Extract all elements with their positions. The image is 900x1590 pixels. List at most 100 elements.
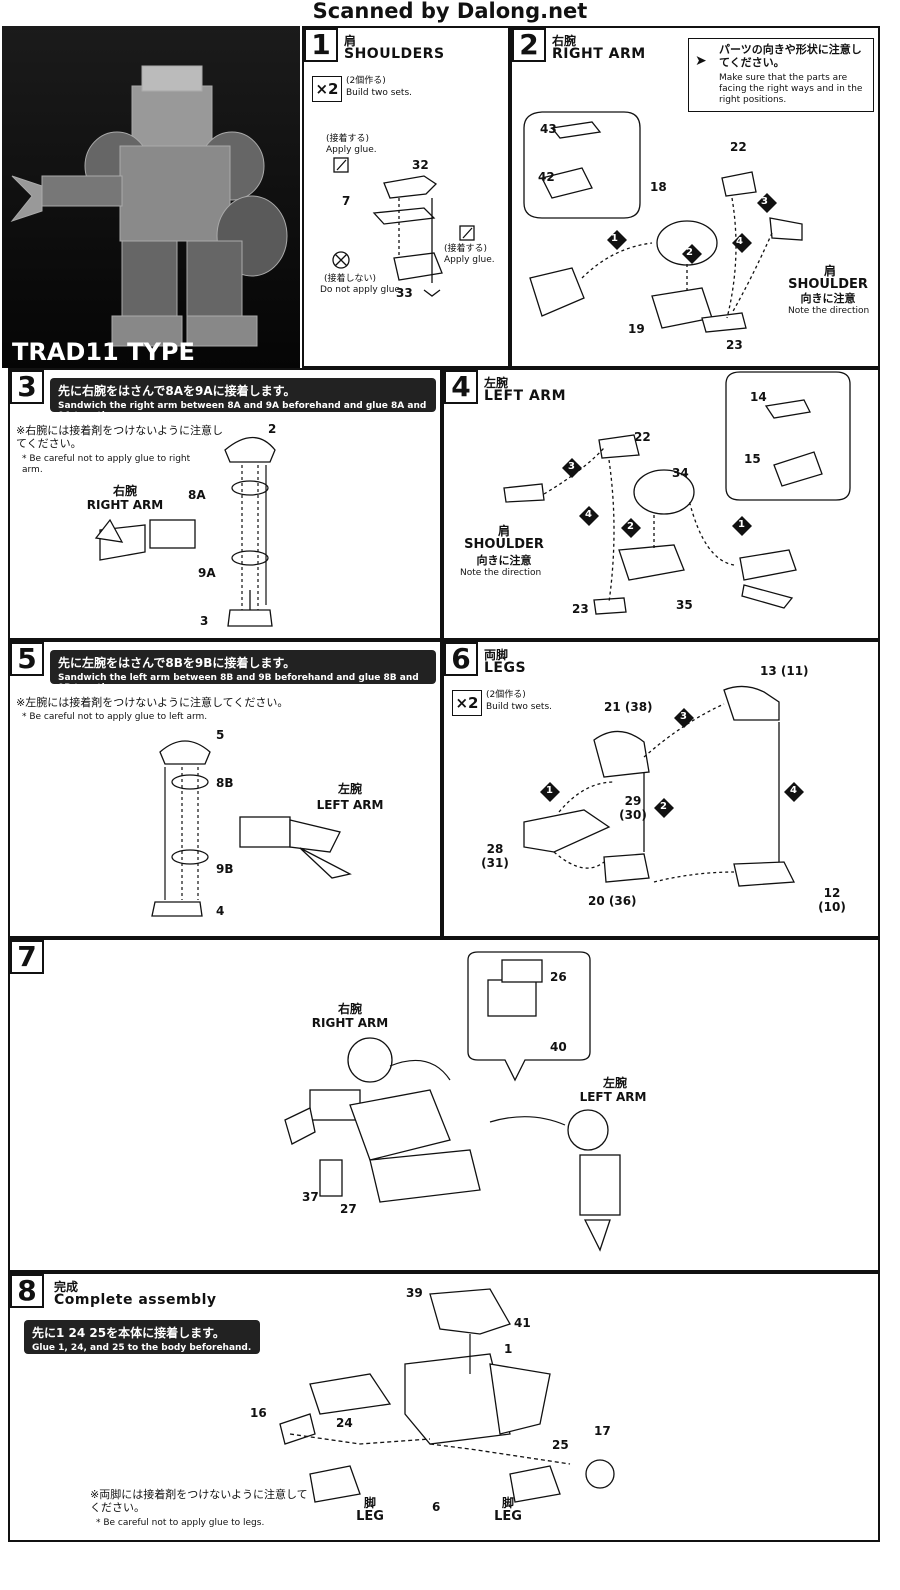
step-5-panel: 5 先に左腕をはさんで8Bを9Bに接着します。 Sandwich the lef… [8, 640, 442, 938]
step-title-en: RIGHT ARM [552, 46, 646, 62]
count-ja: (2個作る) [486, 690, 526, 700]
shoulder-en: SHOULDER [788, 277, 868, 292]
part-41: 41 [514, 1316, 531, 1330]
part-9B: 9B [216, 862, 234, 876]
count-en: Build two sets. [486, 702, 553, 712]
instruction-ja: 先に1 24 25を本体に接着します。 [32, 1326, 225, 1340]
scan-credit: Scanned by Dalong.net [312, 0, 588, 23]
glue2-label-ja: (接着する) [444, 244, 488, 254]
part-20-36: 20 (36) [588, 894, 637, 908]
step-title-en: LEGS [484, 660, 527, 676]
left-arm-en: LEFT ARM [579, 1090, 647, 1104]
instruction-box: 先に1 24 25を本体に接着します。 Glue 1, 24, and 25 t… [24, 1320, 260, 1354]
instruction-en: Sandwich the left arm between 8B and 9B … [58, 673, 419, 693]
step-title-ja: 右腕 [552, 34, 577, 48]
step-3-diagram [94, 437, 276, 627]
arrow-3: 3 [680, 711, 687, 722]
direction-en: Note the direction [460, 568, 542, 578]
caution-ja: ※左腕には接着剤をつけないように注意してください。 [16, 696, 289, 709]
step-2-panel: 2 右腕 RIGHT ARM ➤ パーツの向きや形状に注意してください。 Mak… [510, 26, 880, 368]
step-number: 7 [10, 940, 44, 974]
caution-ja: ※両脚には接着剤をつけないように注意してください。 [90, 1488, 308, 1514]
caution-en: * Be careful not to apply glue to left a… [22, 712, 208, 722]
robot-silhouette-image [10, 65, 288, 347]
part-24: 24 [336, 1416, 353, 1430]
arrow-2: 2 [686, 247, 693, 258]
step-number: 5 [10, 642, 44, 676]
model-photo: TRAD11 TYPE [2, 26, 300, 368]
part-35: 35 [676, 598, 693, 612]
shoulder-ja: 肩 [823, 264, 836, 278]
glue-label-en: Apply glue. [326, 145, 377, 155]
count-en: Build two sets. [346, 88, 413, 98]
step-number: 2 [512, 28, 546, 62]
arrow-2: 2 [660, 801, 667, 812]
instruction-box: 先に左腕をはさんで8Bを9Bに接着します。 Sandwich the left … [50, 650, 436, 693]
part-23: 23 [726, 338, 743, 352]
glue-bottle-icon [333, 157, 349, 173]
step-6-panel: 6 両脚 LEGS ×2 (2個作る) Build two sets. 1 2 … [442, 640, 880, 938]
instruction-ja: 先に左腕をはさんで8Bを9Bに接着します。 [58, 656, 296, 670]
step-7-panel: 7 右腕 RIGHT ARM 左腕 LEFT ARM 26 40 37 27 [8, 938, 880, 1272]
step-title-en: SHOULDERS [344, 46, 445, 62]
part-6: 6 [432, 1500, 441, 1514]
step-title-en: LEFT ARM [484, 388, 567, 404]
direction-ja: 向きに注意 [800, 292, 856, 305]
left-arm-ja: 左腕 [602, 1076, 627, 1090]
instruction-box: 先に右腕をはさんで8Aを9Aに接着します。 Sandwich the right… [50, 378, 436, 421]
warning-arrow-icon: ➤ [695, 53, 707, 69]
part-7: 7 [342, 194, 351, 208]
arrow-1: 1 [546, 785, 553, 796]
instruction-ja: 先に右腕をはさんで8Aを9Aに接着します。 [58, 384, 296, 398]
step-number: 4 [444, 370, 478, 404]
arrow-1: 1 [611, 233, 618, 244]
step-1-panel: 1 肩 SHOULDERS ×2 (2個作る) Build two sets. … [302, 26, 510, 368]
part-15: 15 [744, 452, 761, 466]
step-7-diagram [284, 951, 621, 1252]
caution-ja: ※右腕には接着剤をつけないように注意してください。 [16, 424, 223, 450]
part-9A: 9A [198, 566, 216, 580]
arm-label-ja: 左腕 [337, 782, 362, 796]
part-17: 17 [594, 1424, 611, 1438]
noglue-label-en: Do not apply glue. [320, 285, 403, 295]
step-title-ja: 左腕 [484, 376, 509, 390]
part-3: 3 [200, 614, 209, 628]
caution-en: * Be careful not to apply glue to legs. [96, 1518, 265, 1528]
part-8A: 8A [188, 488, 206, 502]
step-4-panel: 4 左腕 LEFT ARM 1 2 3 4 22 [442, 368, 880, 640]
instruction-en: Glue 1, 24, and 25 to the body beforehan… [32, 1343, 252, 1353]
glue2-label-en: Apply glue. [444, 255, 495, 265]
part-34: 34 [672, 466, 689, 480]
part-14: 14 [750, 390, 767, 404]
part-8B: 8B [216, 776, 234, 790]
part-43: 43 [540, 122, 557, 136]
arrow-1: 1 [738, 519, 745, 530]
leg2-en: LEG [494, 1509, 522, 1524]
glue-bottle-icon-2 [459, 225, 475, 241]
part-23: 23 [572, 602, 589, 616]
arrow-4: 4 [736, 236, 743, 247]
shoulder-ja: 肩 [497, 524, 510, 538]
notice-box: ➤ パーツの向きや形状に注意してください。 Make sure that the… [688, 38, 874, 112]
leg-en: LEG [356, 1509, 384, 1524]
step-title-ja: 両脚 [484, 648, 509, 662]
part-22: 22 [634, 430, 651, 444]
right-arm-en: RIGHT ARM [311, 1016, 389, 1030]
part-5: 5 [216, 728, 225, 742]
arrow-2: 2 [627, 521, 634, 532]
step-2-diagram [523, 111, 803, 333]
step-8-panel: 8 完成 Complete assembly 先に1 24 25を本体に接着しま… [8, 1272, 880, 1542]
step-4-diagram [503, 371, 851, 615]
notice-en: Make sure that the parts are facing the … [719, 73, 863, 105]
part-32: 32 [412, 158, 429, 172]
caution-en: * Be careful not to apply glue to right … [22, 454, 191, 475]
leg2-ja: 脚 [501, 1496, 514, 1510]
step-6-diagram [523, 685, 804, 887]
step-title-ja: 肩 [344, 34, 357, 48]
arrow-4: 4 [585, 509, 592, 520]
count-ja: (2個作る) [346, 76, 386, 86]
right-arm-ja: 右腕 [337, 1002, 362, 1016]
part-28-31: 28 (31) [481, 842, 509, 870]
arm-label-en: LEFT ARM [316, 798, 384, 812]
step-1-diagram [332, 157, 475, 297]
